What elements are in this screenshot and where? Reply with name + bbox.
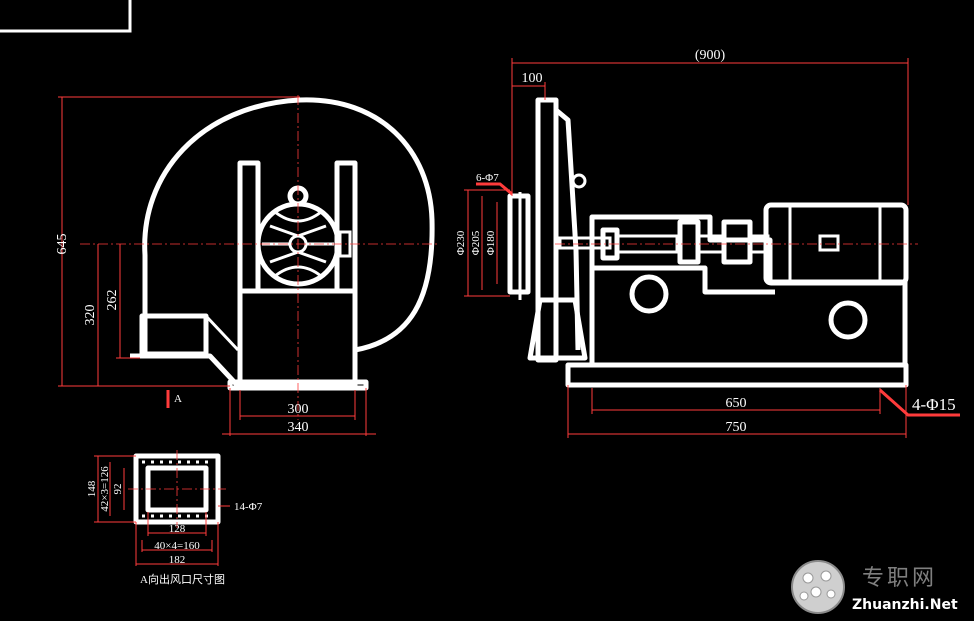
flange-holes-label: 6-Φ7 [476, 172, 499, 184]
volute-casing [142, 97, 435, 355]
bolt-circle-205-label: Φ205 [470, 230, 482, 255]
bolt-circle-180-label: Φ180 [485, 230, 497, 255]
outlet-top-height-label: 320 [83, 305, 98, 326]
front-vertical-dims [58, 96, 300, 387]
outlet-outer-height-label: 148 [86, 480, 98, 497]
bolt-circle-230-label: Φ230 [455, 230, 467, 255]
fan-casing [535, 97, 559, 363]
flange-offset-label: 100 [522, 71, 543, 86]
outlet-outer-width-label: 182 [169, 554, 186, 566]
watermark: 专职网 Zhuanzhi.Net [791, 560, 958, 614]
title-block-corner [0, 0, 132, 33]
base-hole-spacing-label: 650 [726, 396, 747, 411]
outlet-hole-pitch-v-label: 42×3=126 [99, 466, 111, 512]
outlet-bolt-holes-label: 14-Φ7 [234, 501, 263, 513]
watermark-text-cn: 专职网 [862, 566, 937, 591]
pedestal [227, 160, 369, 391]
overall-length-label: (900) [695, 48, 726, 63]
flange-dims [464, 182, 513, 297]
base-frame [565, 362, 909, 388]
view-marker-label: A [174, 393, 182, 405]
outlet-detail: 148 42×3=126 92 128 40×4=160 182 14-Φ7 A… [86, 450, 263, 586]
outlet-duct [130, 313, 240, 388]
side-view: (900) 100 6-Φ7 Φ230 Φ205 Φ180 650 750 4-… [455, 48, 960, 438]
watermark-text-en: Zhuanzhi.Net [852, 597, 958, 613]
front-base-dims [222, 388, 376, 436]
outlet-inner-height-label: 92 [112, 484, 124, 495]
outlet-inner-width-label: 128 [169, 523, 186, 535]
base-inner-width-label: 300 [288, 402, 309, 417]
shaft-height-label: 262 [105, 290, 120, 311]
overall-height-label: 645 [55, 234, 70, 255]
outlet-caption: A向出风口尺寸图 [140, 572, 225, 586]
side-base-dims [567, 385, 960, 438]
base-length-label: 750 [726, 420, 747, 435]
base-outer-width-label: 340 [288, 420, 309, 435]
view-arrow-a: A [166, 390, 182, 408]
anchor-holes-label: 4-Φ15 [912, 395, 956, 414]
overall-length-dim [511, 58, 909, 205]
front-view: 645 320 262 A 300 340 [55, 95, 440, 436]
outlet-hole-pitch-h-label: 40×4=160 [154, 540, 200, 552]
